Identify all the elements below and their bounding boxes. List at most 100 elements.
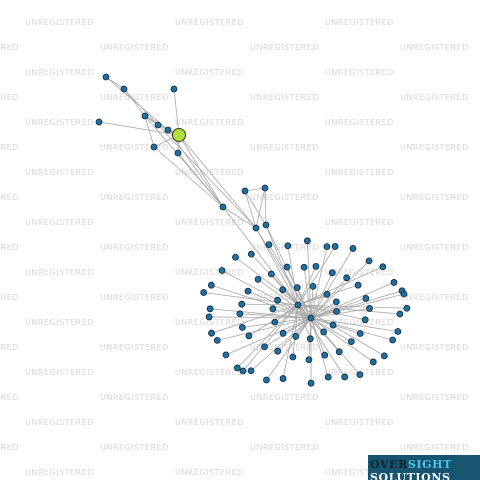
- graph-node-icon[interactable]: [247, 367, 255, 375]
- graph-node-icon[interactable]: [380, 352, 388, 360]
- graph-node-icon[interactable]: [120, 85, 128, 93]
- graph-node-icon[interactable]: [332, 298, 340, 306]
- graph-node-icon[interactable]: [174, 149, 182, 157]
- graph-node-icon[interactable]: [349, 245, 357, 252]
- graph-node-icon[interactable]: [238, 300, 246, 308]
- graph-node-icon[interactable]: [356, 371, 364, 379]
- graph-node-icon[interactable]: [341, 373, 349, 381]
- graph-node-icon[interactable]: [343, 274, 351, 282]
- graph-node-icon[interactable]: [300, 263, 308, 271]
- graph-node-icon[interactable]: [365, 257, 373, 265]
- graph-node-icon[interactable]: [269, 305, 277, 313]
- graph-node-icon[interactable]: [307, 314, 315, 322]
- graph-node-icon[interactable]: [390, 279, 398, 286]
- graph-node-icon[interactable]: [279, 375, 287, 382]
- graph-node-icon[interactable]: [219, 203, 227, 211]
- graph-edge: [265, 224, 299, 306]
- graph-node-icon[interactable]: [305, 356, 313, 364]
- graph-node-icon[interactable]: [303, 237, 311, 245]
- brand-logo: OVERSIGHT SOLUTIONS: [368, 455, 480, 480]
- graph-node-icon[interactable]: [218, 267, 226, 274]
- graph-node-icon[interactable]: [232, 253, 239, 261]
- graph-node-icon[interactable]: [379, 263, 387, 271]
- graph-node-icon[interactable]: [95, 118, 103, 126]
- graph-node-icon[interactable]: [263, 376, 270, 384]
- graph-node-icon[interactable]: [320, 328, 328, 336]
- graph-node-icon[interactable]: [200, 289, 208, 296]
- graph-node-icon[interactable]: [335, 348, 343, 356]
- graph-node-icon[interactable]: [356, 330, 364, 337]
- graph-node-icon[interactable]: [141, 112, 149, 120]
- graph-node-icon[interactable]: [362, 295, 370, 302]
- graph-node-icon[interactable]: [331, 243, 339, 250]
- graph-node-icon[interactable]: [369, 358, 377, 366]
- graph-node-icon[interactable]: [208, 329, 215, 337]
- graph-node-icon[interactable]: [323, 290, 331, 298]
- graph-node-icon[interactable]: [307, 379, 315, 387]
- graph-node-icon[interactable]: [283, 263, 291, 271]
- graph-node-icon[interactable]: [328, 269, 336, 277]
- graph-node-icon[interactable]: [213, 336, 221, 344]
- graph-node-icon[interactable]: [170, 85, 178, 93]
- graph-node-icon[interactable]: [164, 126, 172, 134]
- graph-node-icon[interactable]: [222, 351, 230, 359]
- graph-node-icon[interactable]: [354, 281, 362, 289]
- watermark-text: UNREGISTERED: [100, 143, 169, 152]
- graph-edge: [303, 267, 312, 319]
- graph-node-icon[interactable]: [267, 270, 275, 278]
- graph-node-icon[interactable]: [394, 328, 402, 335]
- graph-node-icon[interactable]: [347, 338, 355, 345]
- graph-node-icon[interactable]: [294, 301, 302, 309]
- watermark-text: UNREGISTERED: [175, 318, 244, 327]
- watermark-text: UNREGISTERED: [0, 93, 19, 102]
- graph-node-icon[interactable]: [205, 313, 213, 321]
- graph-node-icon[interactable]: [312, 263, 320, 270]
- graph-node-icon[interactable]: [265, 241, 273, 249]
- graph-node-icon[interactable]: [403, 304, 411, 312]
- graph-node-icon[interactable]: [306, 335, 314, 343]
- graph-node-icon[interactable]: [102, 73, 110, 81]
- graph-node-icon[interactable]: [361, 316, 369, 324]
- graph-node-icon[interactable]: [245, 332, 253, 340]
- watermark-text: UNREGISTERED: [250, 243, 319, 252]
- graph-node-icon[interactable]: [293, 284, 301, 291]
- graph-node-icon[interactable]: [239, 367, 247, 375]
- graph-node-icon[interactable]: [261, 184, 269, 192]
- graph-node-icon[interactable]: [324, 373, 332, 381]
- graph-node-icon[interactable]: [233, 364, 241, 372]
- graph-node-icon[interactable]: [400, 290, 408, 298]
- graph-node-icon[interactable]: [274, 296, 281, 304]
- graph-node-icon[interactable]: [244, 287, 252, 295]
- graph-node-icon[interactable]: [271, 318, 279, 326]
- graph-node-icon[interactable]: [207, 281, 215, 289]
- watermark-text: UNREGISTERED: [100, 93, 169, 102]
- graph-node-icon[interactable]: [206, 305, 214, 313]
- graph-node-icon[interactable]: [292, 333, 300, 340]
- graph-node-icon[interactable]: [321, 351, 329, 359]
- logo-word-over: OVER: [370, 458, 408, 471]
- graph-node-icon[interactable]: [333, 308, 340, 315]
- graph-edge: [144, 115, 155, 148]
- graph-node-icon[interactable]: [274, 347, 282, 355]
- graph-node-icon[interactable]: [279, 329, 287, 337]
- graph-node-icon[interactable]: [252, 224, 260, 232]
- graph-node-icon[interactable]: [261, 343, 268, 351]
- graph-node-icon[interactable]: [284, 242, 292, 250]
- graph-node-icon[interactable]: [238, 323, 246, 331]
- graph-node-icon[interactable]: [366, 305, 373, 312]
- graph-node-icon[interactable]: [150, 143, 158, 151]
- graph-node-icon[interactable]: [396, 310, 404, 318]
- focus-node-icon[interactable]: [172, 128, 186, 142]
- graph-node-icon[interactable]: [236, 310, 244, 318]
- graph-node-icon[interactable]: [262, 221, 270, 229]
- graph-node-icon[interactable]: [279, 286, 287, 294]
- graph-node-icon[interactable]: [289, 353, 297, 361]
- graph-node-icon[interactable]: [254, 276, 262, 283]
- graph-node-icon[interactable]: [323, 243, 331, 251]
- graph-node-icon[interactable]: [389, 336, 397, 344]
- graph-node-icon[interactable]: [309, 282, 317, 290]
- graph-node-icon[interactable]: [241, 187, 249, 195]
- graph-node-icon[interactable]: [247, 250, 255, 258]
- graph-node-icon[interactable]: [329, 321, 337, 329]
- graph-node-icon[interactable]: [154, 121, 162, 129]
